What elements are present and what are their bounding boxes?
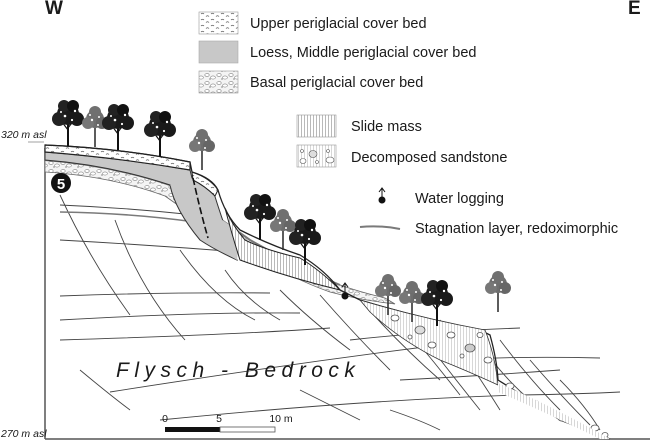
legend-item-basal: Basal periglacial cover bed bbox=[198, 70, 423, 94]
legend-item-stagnation: Stagnation layer, redoximorphic bbox=[359, 221, 618, 237]
bedrock-label: Flysch - Bedrock bbox=[116, 359, 360, 382]
legend-item-decomposed: Decomposed sandstone bbox=[296, 144, 507, 168]
legend-label: Water logging bbox=[415, 191, 504, 207]
stagnation-line-icon bbox=[359, 225, 401, 230]
tree-icon bbox=[243, 193, 277, 241]
ground-surface bbox=[44, 144, 611, 440]
upper-cover-bed-swatch bbox=[198, 11, 239, 35]
legend-label: Upper periglacial cover bed bbox=[250, 16, 427, 32]
basal-cover-bed-swatch bbox=[198, 70, 239, 94]
slide-mass-swatch bbox=[296, 114, 337, 138]
profile-number: 5 bbox=[57, 176, 65, 193]
legend-label: Slide mass bbox=[351, 119, 422, 135]
loess-swatch bbox=[198, 40, 239, 64]
elevation-bottom: 270 m asl bbox=[0, 428, 47, 440]
legend-item-slide: Slide mass bbox=[296, 114, 422, 138]
water-logging-icon bbox=[378, 187, 386, 204]
tree-icon bbox=[143, 110, 177, 158]
tree-icon bbox=[51, 99, 85, 147]
legend: Upper periglacial cover bed Loess, Middl… bbox=[198, 11, 618, 237]
legend-label: Loess, Middle periglacial cover bed bbox=[250, 45, 477, 61]
water-logging-icon bbox=[341, 282, 349, 300]
scale-label-0: 0 bbox=[162, 413, 168, 425]
slide-mass bbox=[224, 207, 342, 291]
legend-label: Basal periglacial cover bed bbox=[250, 75, 423, 91]
slide-scarp bbox=[192, 177, 209, 239]
direction-west: W bbox=[45, 0, 63, 19]
frame bbox=[44, 148, 650, 440]
legend-label: Decomposed sandstone bbox=[351, 150, 507, 166]
legend-item-loess: Loess, Middle periglacial cover bed bbox=[198, 40, 477, 64]
legend-item-water-logging: Water logging bbox=[378, 187, 504, 207]
tree-icon bbox=[484, 270, 512, 313]
elevation-top: 320 m asl bbox=[1, 129, 47, 141]
legend-item-upper: Upper periglacial cover bed bbox=[198, 11, 427, 35]
stagnation-lines bbox=[59, 211, 196, 223]
tree-icon bbox=[188, 128, 216, 171]
legend-label: Stagnation layer, redoximorphic bbox=[415, 221, 618, 237]
scale-bar: 0 5 10 m bbox=[162, 413, 293, 433]
scale-label-10: 10 m bbox=[269, 413, 293, 425]
colluvium-veneer bbox=[498, 383, 610, 439]
tree-icon bbox=[101, 103, 135, 151]
profile-number-badge: 5 bbox=[51, 173, 71, 193]
scale-label-5: 5 bbox=[216, 413, 222, 425]
direction-east: E bbox=[628, 0, 641, 19]
loess-lower-body bbox=[170, 185, 240, 260]
